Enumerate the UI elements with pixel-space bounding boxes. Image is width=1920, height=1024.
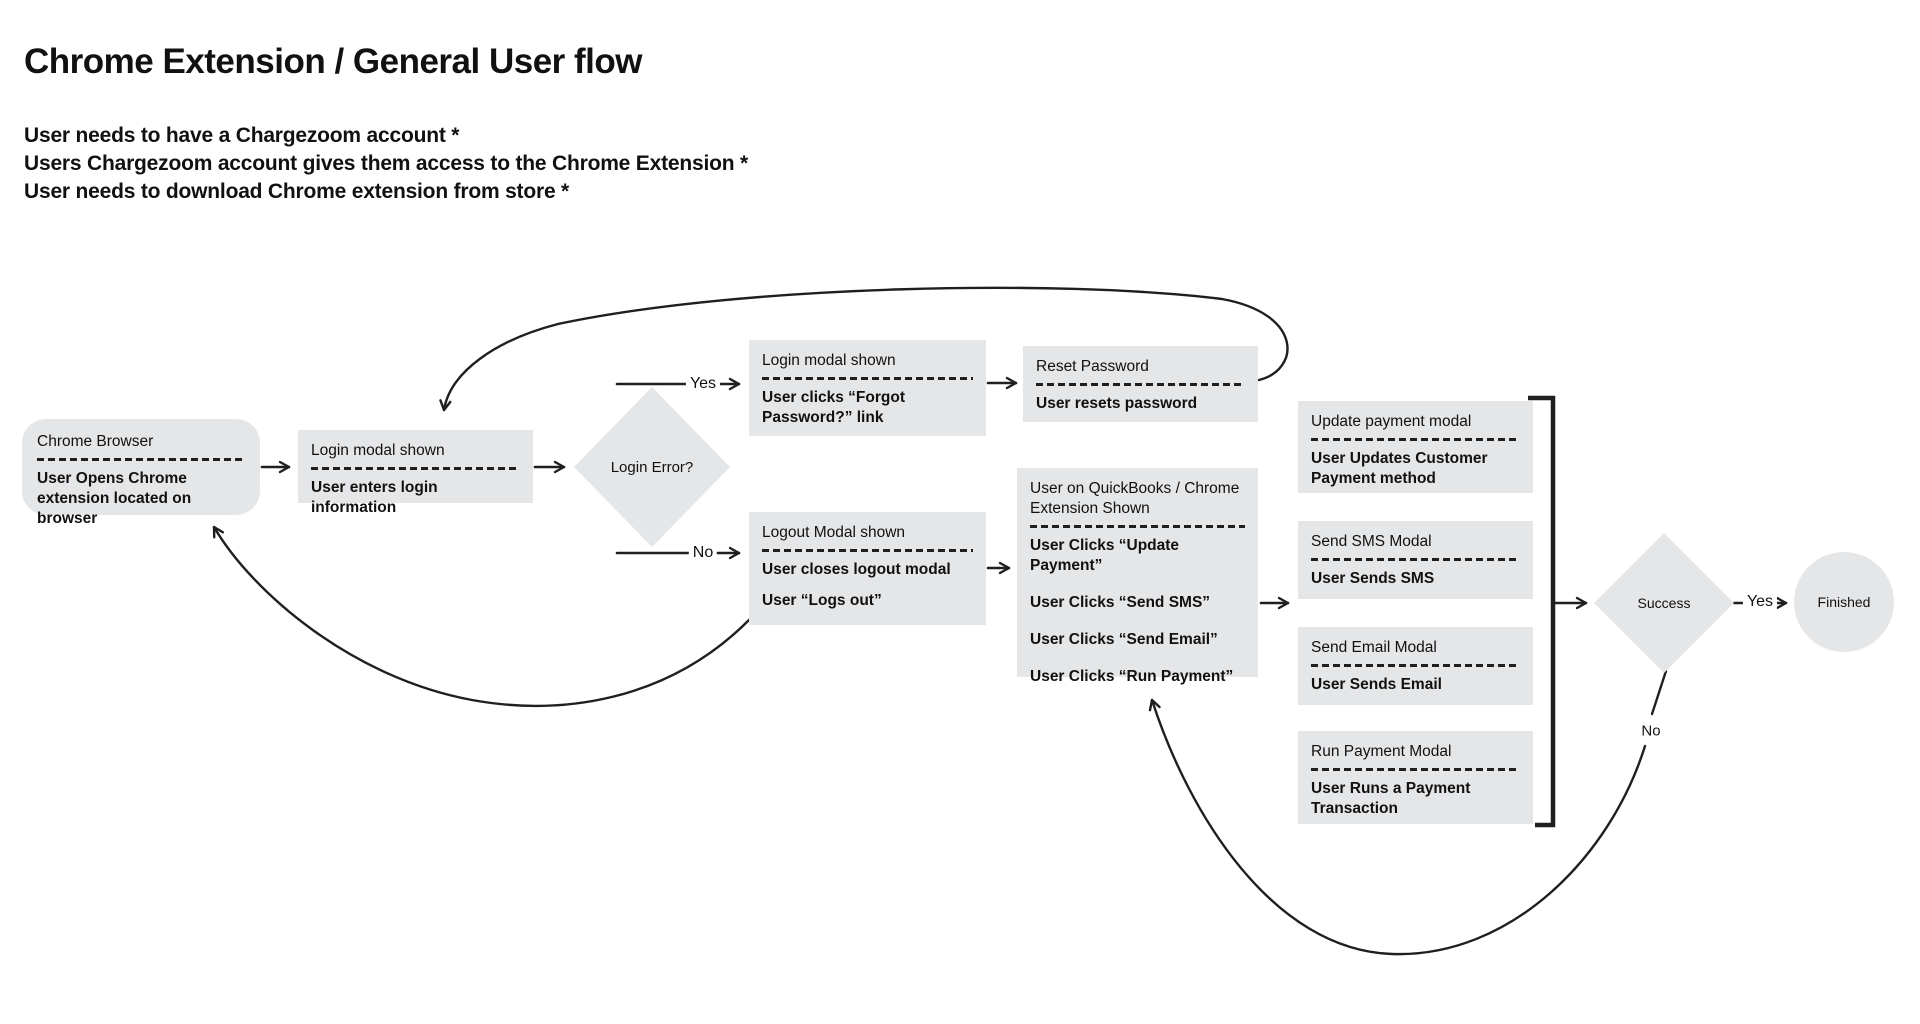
node-body: User closes logout modal bbox=[762, 561, 951, 578]
node-title: Login modal shown bbox=[311, 442, 445, 459]
divider bbox=[37, 458, 245, 461]
decision-label: Success bbox=[1637, 595, 1691, 611]
edge-success-no-stub bbox=[1650, 669, 1668, 716]
node-update-payment-modal: Update payment modal User Updates Custom… bbox=[1298, 401, 1533, 493]
node-send-email-modal: Send Email Modal User Sends Email bbox=[1298, 627, 1533, 705]
node-action: User Clicks “Update Payment” bbox=[1030, 537, 1180, 574]
note-line: User needs to download Chrome extension … bbox=[24, 180, 570, 203]
node-title: Reset Password bbox=[1036, 358, 1149, 375]
node-chrome-browser: Chrome Browser User Opens Chrome extensi… bbox=[22, 419, 260, 527]
divider bbox=[1036, 383, 1245, 386]
node-action: User Clicks “Send SMS” bbox=[1030, 594, 1211, 611]
divider bbox=[1030, 525, 1245, 528]
edge-label-yes: Yes bbox=[685, 375, 721, 393]
note-line: User needs to have a Chargezoom account … bbox=[24, 124, 460, 147]
divider bbox=[311, 467, 520, 470]
node-forgot-password: Login modal shown User clicks “Forgot Pa… bbox=[749, 340, 986, 436]
edge-logout-back-to-browser bbox=[212, 525, 752, 707]
node-title: User on QuickBooks / Chrome Extension Sh… bbox=[1030, 480, 1240, 517]
divider bbox=[762, 377, 973, 380]
node-body: User Runs a Payment Transaction bbox=[1311, 780, 1471, 817]
node-action: User Clicks “Send Email” bbox=[1030, 631, 1218, 648]
node-body: User resets password bbox=[1036, 395, 1198, 412]
edge-label-no: No bbox=[1637, 722, 1665, 740]
node-action: User Clicks “Run Payment” bbox=[1030, 668, 1234, 685]
node-title: Run Payment Modal bbox=[1311, 743, 1452, 760]
node-logout-modal: Logout Modal shown User closes logout mo… bbox=[749, 512, 986, 625]
edge-label-no: No bbox=[688, 544, 718, 562]
decision-success: Success bbox=[1594, 533, 1734, 673]
notes-block: User needs to have a Chargezoom account … bbox=[24, 122, 748, 206]
divider bbox=[762, 549, 973, 552]
node-reset-password: Reset Password User resets password bbox=[1023, 346, 1258, 422]
node-body: User “Logs out” bbox=[762, 592, 882, 609]
divider bbox=[1311, 438, 1520, 441]
node-run-payment-modal: Run Payment Modal User Runs a Payment Tr… bbox=[1298, 731, 1533, 824]
node-quickbooks: User on QuickBooks / Chrome Extension Sh… bbox=[1017, 468, 1258, 685]
node-title: Send Email Modal bbox=[1311, 639, 1437, 656]
page-title: Chrome Extension / General User flow bbox=[24, 42, 643, 81]
node-body: User Sends Email bbox=[1311, 676, 1442, 693]
edge-label-yes: Yes bbox=[1742, 593, 1778, 611]
divider bbox=[1311, 558, 1520, 561]
divider bbox=[1311, 768, 1520, 771]
decision-label: Login Error? bbox=[610, 458, 694, 476]
node-body: User enters login information bbox=[311, 479, 438, 516]
divider bbox=[1311, 664, 1520, 667]
decision-login-error: Login Error? bbox=[574, 387, 730, 547]
node-title: Update payment modal bbox=[1311, 413, 1472, 430]
note-line: Users Chargezoom account gives them acce… bbox=[24, 152, 748, 175]
node-send-sms-modal: Send SMS Modal User Sends SMS bbox=[1298, 521, 1533, 599]
node-title: Login modal shown bbox=[762, 352, 896, 369]
node-finished: Finished bbox=[1794, 552, 1894, 652]
node-title: Logout Modal shown bbox=[762, 524, 906, 541]
node-body: User clicks “Forgot Password?” link bbox=[762, 389, 905, 426]
node-title: Send SMS Modal bbox=[1311, 533, 1432, 550]
node-title: Chrome Browser bbox=[37, 433, 154, 450]
node-body: User Opens Chrome extension located on b… bbox=[37, 470, 192, 527]
node-label: Finished bbox=[1817, 594, 1871, 610]
node-login-modal: Login modal shown User enters login info… bbox=[298, 430, 533, 516]
node-body: User Sends SMS bbox=[1311, 570, 1435, 587]
node-body: User Updates Customer Payment method bbox=[1311, 450, 1488, 487]
